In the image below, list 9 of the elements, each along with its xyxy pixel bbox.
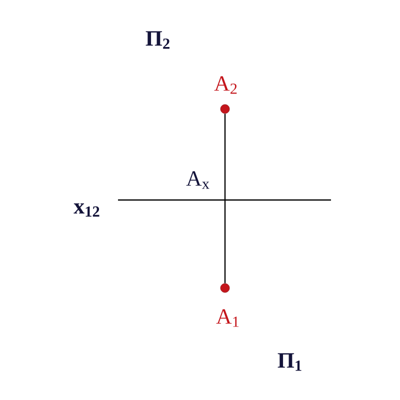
plane-label: Π$_{2}$ [146,31,170,49]
point-marker [220,104,230,114]
point-label: A$_{x}$ [186,171,210,189]
plane-label: Π$_{1}$ [278,353,302,371]
point-label: A$_{2}$ [214,76,237,94]
projection-line [224,114,226,284]
point-label: A$_{1}$ [216,309,239,327]
point-marker [220,283,230,293]
axis-label: x$_{12}$ [74,203,100,217]
